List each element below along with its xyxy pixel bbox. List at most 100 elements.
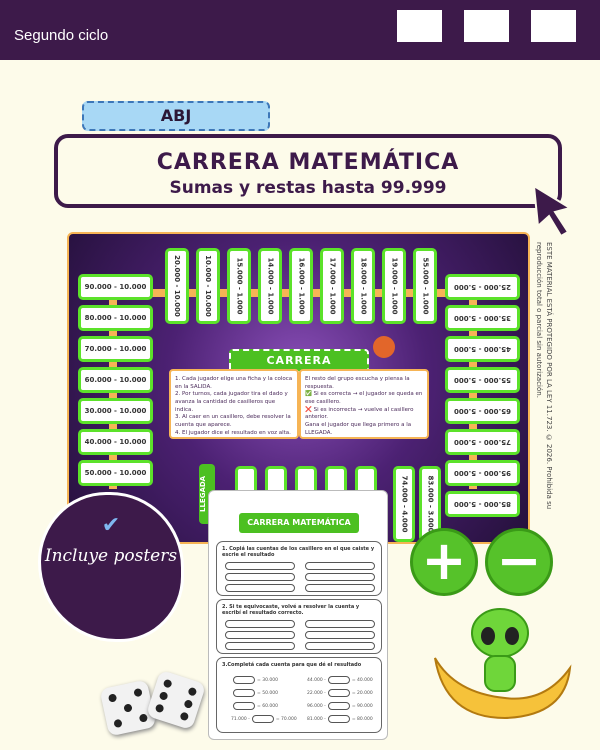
board-tile-bottom: 74.000 - 4.000 <box>393 466 415 542</box>
tile-label: 95.000 - 5.000 <box>454 469 511 477</box>
equation-blank[interactable] <box>251 715 274 723</box>
rule-line: El resto del grupo escucha y piensa la r… <box>305 376 410 390</box>
board-tile-right: 85.000 - 5.000 <box>445 491 520 517</box>
board-tile-left: 90.000 - 10.000 <box>78 274 153 300</box>
tile-label: 55.000 - 1.000 <box>421 257 429 315</box>
equation-result: = 40.000 <box>351 677 373 683</box>
equation-left: 71.000 - <box>231 716 250 722</box>
product-subtitle: Sumas y restas hasta 99.999 <box>169 178 447 198</box>
tile-label: 70.000 - 10.000 <box>84 345 147 353</box>
title-box: CARRERA MATEMÁTICA Sumas y restas hasta … <box>54 134 562 208</box>
worksheet-section-2: 2. Si te equivocaste, volvé a resolver l… <box>216 599 382 654</box>
board-tile-left: 50.000 - 10.000 <box>78 460 153 486</box>
tile-label: 25.000 - 5.000 <box>454 283 511 291</box>
answer-field[interactable] <box>305 573 375 581</box>
header-box-3 <box>531 10 576 42</box>
board-tile-top: 18.000 - 1.000 <box>351 248 375 324</box>
rules-left: 1. Cada jugador elige una ficha y la col… <box>169 369 299 439</box>
equation-left: 81.000 - <box>307 716 326 722</box>
board-tile-right: 75.000 - 5.000 <box>445 429 520 455</box>
worksheet: CARRERA MATEMÁTICA 1. Copiá las cuentas … <box>208 490 388 740</box>
abj-tag: ABJ <box>82 101 270 131</box>
board-tile-right: 25.000 - 5.000 <box>445 274 520 300</box>
equation-blank[interactable] <box>233 702 255 710</box>
board-tile-top: 16.000 - 1.000 <box>289 248 313 324</box>
rule-line: ❌ Si es incorrecta → vuelve al casillero… <box>305 406 414 421</box>
question-2: 2. Si te equivocaste, volvé a resolver l… <box>222 604 360 616</box>
tile-label: 10.000 - 10.000 <box>204 255 212 317</box>
board-tile-right: 45.000 - 5.000 <box>445 336 520 362</box>
header-bar: Segundo ciclo <box>0 0 600 60</box>
board-tile-top: 10.000 - 10.000 <box>196 248 220 324</box>
equation-result: = 20.000 <box>351 690 373 696</box>
board-tile-left: 60.000 - 10.000 <box>78 367 153 393</box>
answer-field[interactable] <box>225 562 295 570</box>
tile-label: 50.000 - 10.000 <box>84 469 147 477</box>
answer-field[interactable] <box>225 620 295 628</box>
answer-field[interactable] <box>305 631 375 639</box>
worksheet-section-3: 3.Completá cada cuenta para que dé el re… <box>216 657 382 733</box>
tile-label: 65.000 - 5.000 <box>454 407 511 415</box>
planet-icon <box>373 336 395 358</box>
header-box-2 <box>464 10 509 42</box>
tile-label: 55.000 - 5.000 <box>454 376 511 384</box>
rule-line: 2. Por turnos, cada jugador tira el dado… <box>175 391 288 413</box>
worksheet-title: CARRERA MATEMÁTICA <box>239 513 359 533</box>
tile-label: 17.000 - 1.000 <box>328 257 336 315</box>
equation-row: 22.000 - = 20.000 <box>307 689 373 697</box>
board-tile-left: 70.000 - 10.000 <box>78 336 153 362</box>
equation-left: 96.000 - <box>307 703 326 709</box>
equation-blank[interactable] <box>327 715 350 723</box>
cursor-icon <box>532 184 573 238</box>
equation-row: 44.000 -= 40.000 <box>307 676 373 684</box>
header-box-1 <box>397 10 442 42</box>
equation-blank[interactable] <box>327 689 350 697</box>
board-tile-left: 40.000 - 10.000 <box>78 429 153 455</box>
board-tile-top: 55.000 - 1.000 <box>413 248 437 324</box>
answer-field[interactable] <box>225 573 295 581</box>
answer-field[interactable] <box>305 642 375 650</box>
question-1: 1. Copiá las cuentas de los casillero en… <box>222 546 375 558</box>
board-tile-right: 35.000 - 5.000 <box>445 305 520 331</box>
equation-row: = 50.000 <box>231 689 278 697</box>
tile-label: 40.000 - 10.000 <box>84 438 147 446</box>
equation-blank[interactable] <box>327 702 350 710</box>
tile-label: 14.000 - 1.000 <box>266 257 274 315</box>
tile-label: 74.000 - 4.000 <box>400 475 408 533</box>
board-tile-right: 65.000 - 5.000 <box>445 398 520 424</box>
alien-on-moon-icon <box>434 608 572 720</box>
worksheet-section-1: 1. Copiá las cuentas de los casillero en… <box>216 541 382 596</box>
equation-blank[interactable] <box>233 689 255 697</box>
board-tile-right: 95.000 - 5.000 <box>445 460 520 486</box>
equation-row: = 30.000 <box>231 676 278 684</box>
rule-line: Gana el jugador que llega primero a la L… <box>305 422 412 436</box>
tile-label: 19.000 - 1.000 <box>390 257 398 315</box>
check-icon: ✔ <box>101 513 121 538</box>
answer-field[interactable] <box>225 631 295 639</box>
board-tile-top: 20.000 - 10.000 <box>165 248 189 324</box>
equation-row: = 60.000 <box>231 702 278 710</box>
tile-label: 18.000 - 1.000 <box>359 257 367 315</box>
minus-icon: − <box>485 528 553 596</box>
includes-posters-badge: ✔ Incluye posters <box>38 492 184 642</box>
tile-label: 85.000 - 5.000 <box>454 500 511 508</box>
equation-row: 81.000 -= 80.000 <box>307 715 373 723</box>
answer-field[interactable] <box>225 642 295 650</box>
answer-field[interactable] <box>305 620 375 628</box>
answer-field[interactable] <box>305 584 375 592</box>
equation-result: = 70.000 <box>275 716 297 722</box>
answer-field[interactable] <box>305 562 375 570</box>
answer-field[interactable] <box>225 584 295 592</box>
tile-label: 83.000 - 3.000 <box>426 475 434 533</box>
tile-label: 75.000 - 5.000 <box>454 438 511 446</box>
rule-line: 3. Al caer en un casillero, debe resolve… <box>175 414 291 429</box>
equation-blank[interactable] <box>327 676 350 684</box>
equation-left: 22.000 - <box>307 690 326 696</box>
board-tile-top: 19.000 - 1.000 <box>382 248 406 324</box>
product-title: CARRERA MATEMÁTICA <box>156 150 460 175</box>
equation-blank[interactable] <box>233 676 255 684</box>
tile-label: 60.000 - 10.000 <box>84 376 147 384</box>
equation-result: = 30.000 <box>257 677 278 683</box>
copyright-text: ESTE MATERIAL ESTÁ PROTEGIDO POR LA LEY … <box>535 242 553 510</box>
equation-row: 71.000 - = 70.000 <box>231 715 297 723</box>
